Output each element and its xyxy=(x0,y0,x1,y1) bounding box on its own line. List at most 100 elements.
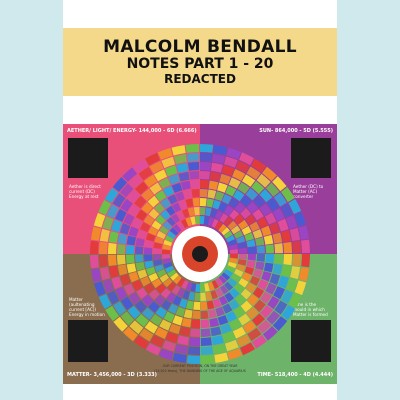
ring-segment xyxy=(229,254,238,259)
ring-segment xyxy=(154,202,165,214)
ring-segment xyxy=(247,246,256,254)
ring-segment xyxy=(141,202,153,214)
ring-segment xyxy=(129,320,144,335)
ring-segment xyxy=(192,198,200,207)
ring-segment xyxy=(200,162,212,171)
ring-segment xyxy=(182,208,190,218)
ring-segment xyxy=(238,247,247,254)
ring-segment xyxy=(204,282,210,292)
ring-segment xyxy=(289,227,300,241)
ring-segment xyxy=(259,291,272,304)
ring-segment xyxy=(265,254,274,263)
ring-segment xyxy=(213,343,227,354)
ring-segment xyxy=(221,272,231,281)
ring-segment xyxy=(164,165,178,177)
ring-segment xyxy=(207,217,215,227)
ring-segment xyxy=(233,189,245,202)
ring-segment xyxy=(128,271,140,283)
ring-segment xyxy=(122,326,138,342)
ring-segment xyxy=(186,153,200,162)
ring-segment xyxy=(218,295,228,306)
ring-segment xyxy=(144,254,153,262)
ring-segment xyxy=(201,355,215,364)
corner-label-matter: MATTER- 3,456,000 - 3D (3.333) xyxy=(67,372,157,378)
ring-segment xyxy=(252,268,263,279)
poster-page: MALCOLM BENDALL NOTES PART 1 - 20 REDACT… xyxy=(63,0,337,400)
ring-segment xyxy=(233,214,245,225)
ring-segment xyxy=(175,191,185,202)
ring-segment xyxy=(185,281,193,291)
ring-segment xyxy=(224,339,239,352)
ring-segment xyxy=(218,223,227,233)
ring-segment xyxy=(272,232,283,244)
ring-segment xyxy=(214,352,229,363)
ring-segment xyxy=(135,313,149,327)
ring-segment xyxy=(288,199,302,215)
ring-segment xyxy=(187,346,200,355)
ring-segment xyxy=(102,278,115,293)
ring-segment xyxy=(112,193,126,208)
ring-segment xyxy=(173,224,182,233)
ring-segment xyxy=(138,167,153,181)
ring-segment xyxy=(283,241,292,254)
ring-segment xyxy=(200,301,208,310)
ring-segment xyxy=(229,287,240,299)
ring-segment xyxy=(99,228,110,242)
ring-segment xyxy=(217,314,229,326)
ring-segment xyxy=(150,335,165,348)
ring-segment xyxy=(211,218,219,228)
ring-segment xyxy=(200,328,211,337)
ring-segment xyxy=(210,162,223,173)
ring-segment xyxy=(161,156,176,169)
ring-segment xyxy=(205,207,212,217)
ring-segment xyxy=(255,237,265,246)
ring-segment xyxy=(179,298,188,309)
ring-segment xyxy=(200,144,214,153)
info-box-matter xyxy=(68,320,108,362)
ring-segment xyxy=(163,262,173,269)
ring-segment xyxy=(256,245,265,254)
ring-segment xyxy=(245,214,256,226)
ring-segment xyxy=(166,217,176,227)
ring-segment xyxy=(281,264,292,277)
ring-segment xyxy=(231,273,241,283)
ring-segment xyxy=(219,213,229,223)
ring-segment xyxy=(105,305,120,321)
ring-segment xyxy=(139,222,151,233)
ring-segment xyxy=(225,311,237,323)
ring-segment xyxy=(176,210,185,221)
ring-segment xyxy=(274,254,283,265)
ring-segment xyxy=(108,265,119,278)
ring-segment xyxy=(169,323,181,335)
ring-segment xyxy=(236,334,251,347)
ring-segment xyxy=(144,282,155,294)
ring-segment xyxy=(227,348,243,360)
ring-segment xyxy=(167,231,177,239)
ring-segment xyxy=(200,153,213,162)
ring-segment xyxy=(99,241,108,254)
ring-segment xyxy=(224,156,238,168)
ring-segment xyxy=(127,305,141,320)
ring-segment xyxy=(190,283,197,292)
ring-segment xyxy=(211,335,224,346)
ring-segment xyxy=(137,229,148,240)
ring-segment xyxy=(119,223,131,235)
ring-segment xyxy=(212,298,222,308)
ring-segment xyxy=(290,266,301,280)
ring-segment xyxy=(131,279,143,291)
ring-segment xyxy=(93,212,106,228)
ring-segment xyxy=(153,248,162,254)
ring-segment xyxy=(154,327,168,339)
ring-segment xyxy=(227,239,237,246)
ring-segment xyxy=(156,269,167,278)
ring-segment xyxy=(179,326,191,337)
note-aether: Aether is direct current (DC) Energy at … xyxy=(69,184,101,200)
ring-segment xyxy=(108,254,117,267)
ring-segment xyxy=(111,276,123,290)
ring-segment xyxy=(252,208,264,221)
ring-segment xyxy=(150,313,163,326)
ring-segment xyxy=(120,274,131,286)
ring-segment xyxy=(229,318,242,331)
ring-segment xyxy=(192,310,200,319)
ring-segment xyxy=(244,232,254,242)
